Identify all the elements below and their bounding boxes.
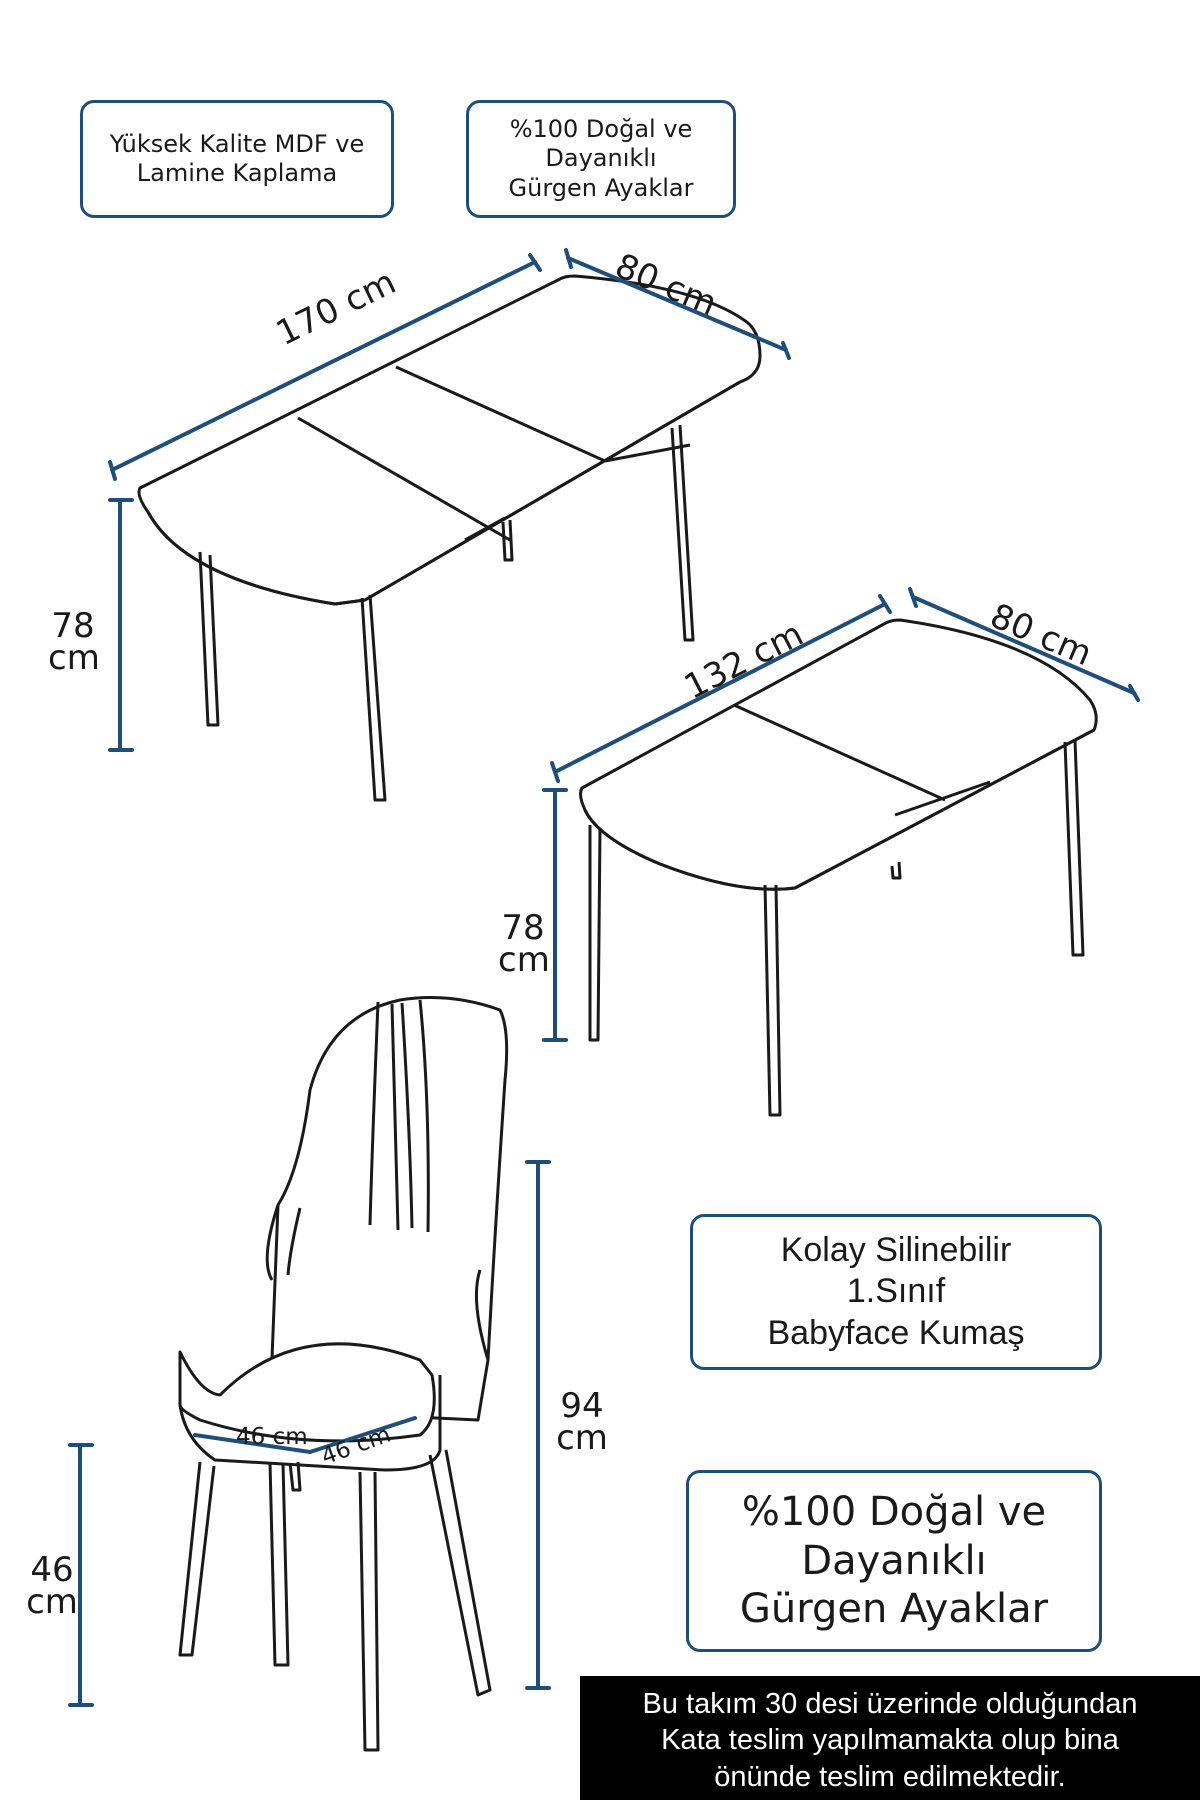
- dim-chair-seat-width: 46 cm: [236, 1424, 308, 1450]
- feature-box-legs-bottom: %100 Doğal ve Dayanıklı Gürgen Ayaklar: [686, 1470, 1102, 1652]
- feature-legs-top-line2: Dayanıklı: [545, 144, 657, 173]
- feature-fabric-line1: Kolay Silinebilir: [780, 1230, 1012, 1269]
- delivery-notice-line2: Kata teslim yapılmamakta olup bina: [661, 1724, 1119, 1757]
- feature-legs-bottom-line3: Gürgen Ayaklar: [739, 1586, 1049, 1633]
- feature-box-mdf: Yüksek Kalite MDF ve Lamine Kaplama: [80, 100, 394, 218]
- dim-chair-seat-height: 46 cm: [22, 1550, 82, 1623]
- chair: [178, 996, 509, 1752]
- feature-legs-top-line1: %100 Doğal ve: [509, 115, 693, 144]
- delivery-notice-line3: önünde teslim edilmektedir.: [714, 1760, 1066, 1793]
- dim-closed-height-unit: cm: [498, 940, 550, 981]
- dim-closed-height: 78 cm: [498, 908, 550, 981]
- feature-legs-top-line3: Gürgen Ayaklar: [508, 173, 694, 202]
- feature-fabric-line3: Babyface Kumaş: [767, 1313, 1025, 1352]
- dim-chair-seat-height-value: 46: [30, 1550, 74, 1590]
- feature-legs-bottom-line2: Dayanıklı: [801, 1537, 987, 1584]
- dim-extended-height: 78 cm: [48, 606, 100, 679]
- feature-mdf-line2: Lamine Kaplama: [136, 159, 338, 187]
- dim-chair-height-unit: cm: [556, 1418, 608, 1459]
- dim-chair-height-value: 94: [560, 1386, 604, 1426]
- feature-fabric-line2: 1.Sınıf: [846, 1272, 946, 1311]
- extended-table: [137, 274, 762, 802]
- feature-legs-bottom-line1: %100 Doğal ve: [741, 1488, 1047, 1535]
- delivery-notice-line1: Bu takım 30 desi üzerinde olduğundan: [642, 1688, 1138, 1720]
- delivery-notice: Bu takım 30 desi üzerinde olduğundan Kat…: [580, 1676, 1200, 1800]
- dim-chair-seat-height-unit: cm: [26, 1582, 78, 1623]
- feature-box-fabric: Kolay Silinebilir 1.Sınıf Babyface Kumaş: [690, 1214, 1102, 1370]
- dim-closed-height-value: 78: [501, 908, 545, 948]
- dim-extended-height-value: 78: [51, 606, 95, 646]
- feature-box-legs-top: %100 Doğal ve Dayanıklı Gürgen Ayaklar: [466, 100, 736, 218]
- feature-mdf-line1: Yüksek Kalite MDF ve: [109, 129, 365, 158]
- dimension-lines: [68, 248, 1140, 1707]
- closed-table: [579, 618, 1098, 1117]
- dim-extended-height-unit: cm: [48, 638, 100, 679]
- dim-chair-height: 94 cm: [552, 1386, 612, 1459]
